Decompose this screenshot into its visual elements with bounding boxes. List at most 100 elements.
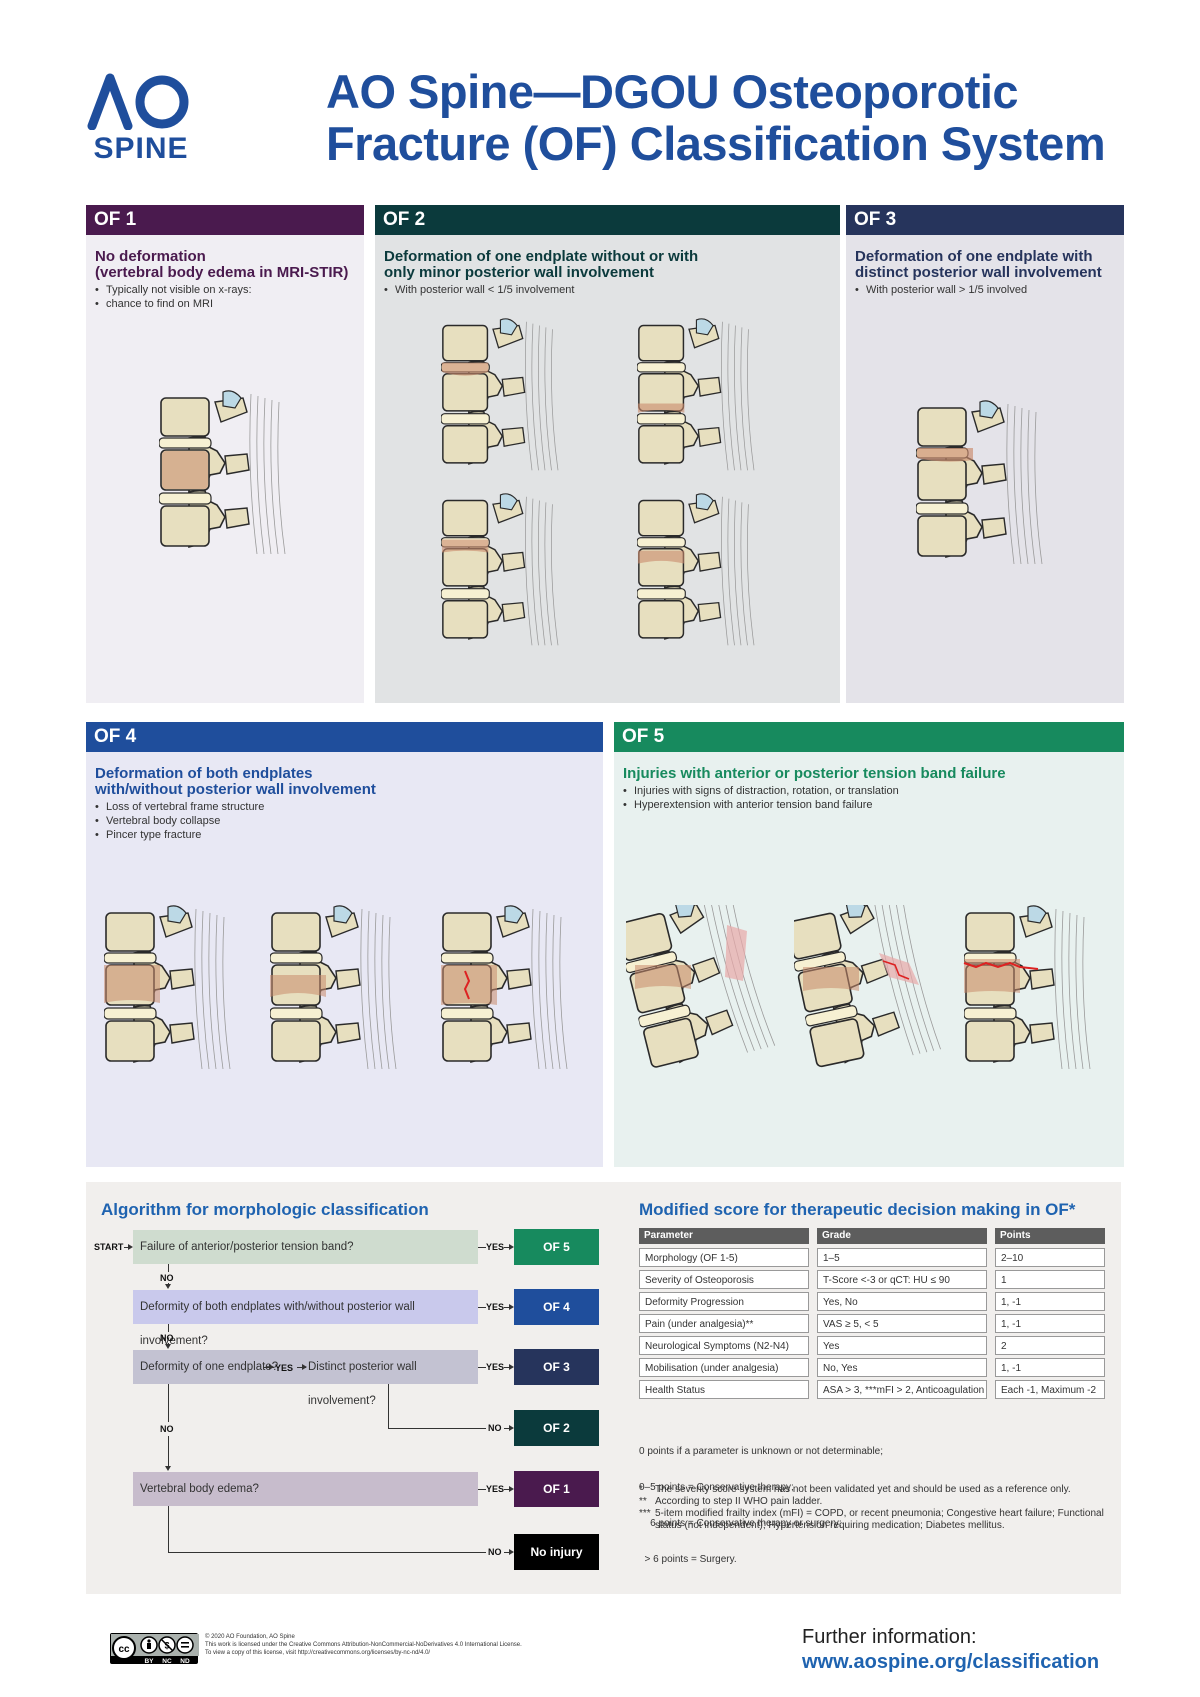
classification-link[interactable]: www.aospine.org/classification — [802, 1651, 1100, 1673]
bottom-section: Algorithm for morphologic classification… — [86, 1182, 1121, 1594]
of2-spine-illustration-1 — [441, 318, 571, 476]
panel-of3-title: Deformation of one endplate with distinc… — [855, 249, 1116, 281]
title-line-1: AO Spine—DGOU Osteoporotic — [326, 65, 1019, 118]
svg-text:cc: cc — [118, 1644, 130, 1655]
bullet-item: Hyperextension with anterior tension ban… — [623, 798, 1116, 812]
table-row: Pain (under analgesia)** VAS ≥ 5, < 5 1,… — [639, 1314, 1114, 1333]
cc-nd-label: ND — [180, 1658, 190, 1665]
connector-line — [504, 1247, 510, 1248]
bullet-item: With posterior wall > 1/5 involved — [855, 283, 1116, 297]
no-label: NO — [160, 1273, 174, 1283]
footnote: ** According to step II WHO pain ladder. — [639, 1496, 1109, 1508]
arrow-down-icon — [165, 1284, 171, 1289]
result-no-injury: No injury — [514, 1534, 599, 1570]
page-title: AO Spine—DGOU Osteoporotic Fracture (OF)… — [326, 66, 1156, 170]
start-label: START — [94, 1242, 124, 1252]
license-line[interactable]: To view a copy of this license, visit ht… — [205, 1650, 431, 1656]
table-row: Health Status ASA > 3, ***mFI > 2, Antic… — [639, 1380, 1114, 1399]
yes-label: YES — [486, 1362, 505, 1372]
no-label: NO — [488, 1423, 502, 1433]
header-parameter: Parameter — [639, 1228, 809, 1244]
connector-line — [168, 1506, 169, 1552]
cc-by-label: BY — [144, 1658, 154, 1665]
connector-line — [168, 1552, 486, 1553]
score-title: Modified score for therapeutic decision … — [639, 1200, 1076, 1219]
cell-grade: Yes — [817, 1336, 987, 1355]
panel-of1-header: OF 1 — [86, 205, 364, 235]
bullet-item: Injuries with signs of distraction, rota… — [623, 784, 1116, 798]
cell-parameter: Neurological Symptoms (N2-N4) — [639, 1336, 809, 1355]
panel-of3-title-line1: Deformation of one endplate with — [855, 248, 1093, 265]
footnote-mark: ** — [639, 1496, 647, 1507]
cell-grade: T-Score <-3 or qCT: HU ≤ 90 — [817, 1270, 987, 1289]
connector-line — [388, 1428, 486, 1429]
yes-label: YES — [275, 1363, 294, 1373]
question-tension-band: Failure of anterior/posterior tension ba… — [133, 1230, 478, 1264]
arrow-right-icon — [509, 1425, 514, 1431]
result-of5: OF 5 — [514, 1229, 599, 1265]
panel-of2-header: OF 2 — [375, 205, 840, 235]
cell-points: 2–10 — [995, 1248, 1105, 1267]
panel-of2-title-line1: Deformation of one endplate without or w… — [384, 248, 699, 265]
connector-line — [168, 1384, 169, 1422]
no-label: NO — [488, 1547, 502, 1557]
yes-label: YES — [486, 1242, 505, 1252]
further-information-label: Further information: — [802, 1626, 977, 1648]
bullet-item: Pincer type fracture — [95, 828, 595, 842]
connector-line — [388, 1384, 389, 1428]
connector-line — [504, 1367, 510, 1368]
arrow-down-icon — [165, 1466, 171, 1471]
cell-parameter: Health Status — [639, 1380, 809, 1399]
connector-line — [478, 1247, 486, 1248]
cell-parameter: Deformity Progression — [639, 1292, 809, 1311]
of2-spine-illustration-2 — [637, 318, 767, 476]
question-edema: Vertebral body edema? — [133, 1472, 478, 1506]
logo-spine-text: SPINE — [93, 132, 189, 165]
connector-line — [168, 1264, 169, 1272]
cc-license-badge[interactable]: cc $ BY NC ND — [110, 1633, 199, 1665]
cell-grade: 1–5 — [817, 1248, 987, 1267]
panel-of3: OF 3 Deformation of one endplate with di… — [846, 205, 1124, 703]
panel-of5-bullets: Injuries with signs of distraction, rota… — [623, 784, 1116, 812]
bullet-item: Vertebral body collapse — [95, 814, 595, 828]
cell-points: 1, -1 — [995, 1292, 1105, 1311]
panel-of1: OF 1 No deformation (vertebral body edem… — [86, 205, 364, 703]
of5-spine-illustration-1 — [626, 905, 776, 1075]
panel-of4-title-line1: Deformation of both endplates — [95, 765, 313, 782]
score-note: 6 points = Conservative therapy or surge… — [639, 1518, 842, 1529]
license-line: This work is licensed under the Creative… — [205, 1642, 522, 1648]
cell-parameter: Pain (under analgesia)** — [639, 1314, 809, 1333]
arrow-right-icon — [509, 1486, 514, 1492]
cell-points: 1, -1 — [995, 1314, 1105, 1333]
license-line: © 2020 AO Foundation, AO Spine — [205, 1634, 295, 1640]
score-footnotes: * The severity score system has not been… — [639, 1484, 1109, 1532]
arrow-right-icon — [509, 1244, 514, 1250]
license-text: © 2020 AO Foundation, AO Spine This work… — [205, 1633, 535, 1657]
score-note: 0 points if a parameter is unknown or no… — [639, 1446, 884, 1457]
cc-nc-label: NC — [162, 1658, 172, 1665]
connector-line — [504, 1552, 510, 1553]
panel-of2-title-line2: only minor posterior wall involvement — [384, 264, 655, 281]
panel-of4-bullets: Loss of vertebral frame structure Verteb… — [95, 800, 595, 842]
result-of2: OF 2 — [514, 1410, 599, 1446]
table-row: Severity of Osteoporosis T-Score <-3 or … — [639, 1270, 1114, 1289]
header-points: Points — [995, 1228, 1105, 1244]
cell-parameter: Morphology (OF 1-5) — [639, 1248, 809, 1267]
panel-of1-title: No deformation (vertebral body edema in … — [95, 249, 356, 281]
ao-logo-mark — [87, 73, 189, 130]
panel-of3-header: OF 3 — [846, 205, 1124, 235]
score-note: > 6 points = Surgery. — [639, 1554, 737, 1565]
cell-grade: Yes, No — [817, 1292, 987, 1311]
footnote-mark: *** — [639, 1508, 651, 1519]
yes-arrow-icon — [269, 1364, 274, 1370]
arrow-down-icon — [165, 1344, 171, 1349]
connector-line — [504, 1307, 510, 1308]
footnote-text: The severity score system has not been v… — [655, 1484, 1071, 1495]
panel-of2-title: Deformation of one endplate without or w… — [384, 249, 832, 281]
score-table-header: Parameter Grade Points — [639, 1228, 1114, 1244]
of1-spine-illustration — [159, 390, 299, 560]
connector-line — [504, 1428, 510, 1429]
arrow-right-icon — [509, 1364, 514, 1370]
result-of1: OF 1 — [514, 1471, 599, 1507]
cell-parameter: Mobilisation (under analgesia) — [639, 1358, 809, 1377]
